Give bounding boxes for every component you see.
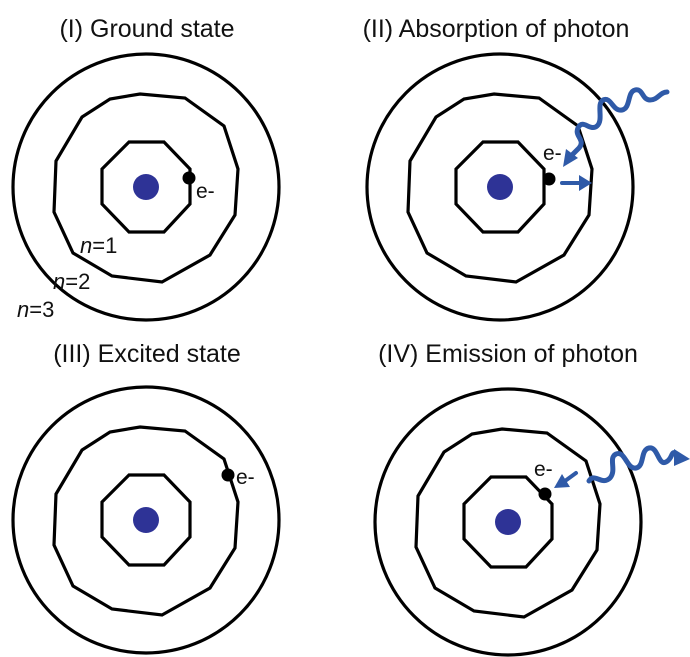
electron — [538, 487, 552, 501]
panel-emission: (IV) Emission of photon e- — [373, 340, 690, 657]
electron — [542, 172, 556, 186]
electron-drop-arrowhead — [554, 474, 570, 488]
electron-jump-arrowhead — [579, 175, 592, 191]
electron-label: e- — [236, 466, 255, 489]
photon-arrowhead — [563, 149, 578, 167]
panel-absorption: (II) Absorption of photon e- — [363, 15, 670, 322]
orbit-label-n3: n=3 — [17, 297, 54, 322]
outgoing-photon-wave — [586, 445, 681, 484]
incoming-photon-wave — [568, 87, 670, 159]
atom-diagram — [11, 385, 281, 655]
electron-label: e- — [534, 458, 553, 481]
panel-title: (II) Absorption of photon — [363, 15, 630, 43]
panel-title: (III) Excited state — [53, 340, 241, 368]
atom-diagram — [373, 387, 643, 657]
electron — [182, 171, 196, 185]
panel-title: (IV) Emission of photon — [378, 340, 638, 368]
panel-excited-state: (III) Excited state e- — [11, 340, 281, 655]
panel-title: (I) Ground state — [59, 15, 234, 43]
electron-drop-arrow — [563, 471, 578, 483]
panel-ground-state: (I) Ground state e- n=1 n=2 n=3 — [11, 15, 281, 322]
atom-diagram — [365, 52, 635, 322]
electron-label: e- — [196, 180, 215, 203]
orbit-label-n2: n=2 — [53, 269, 90, 294]
photon-arrowhead — [674, 449, 690, 466]
electron-label: e- — [543, 142, 562, 165]
orbit-label-n1: n=1 — [80, 233, 117, 258]
electron — [221, 468, 235, 482]
